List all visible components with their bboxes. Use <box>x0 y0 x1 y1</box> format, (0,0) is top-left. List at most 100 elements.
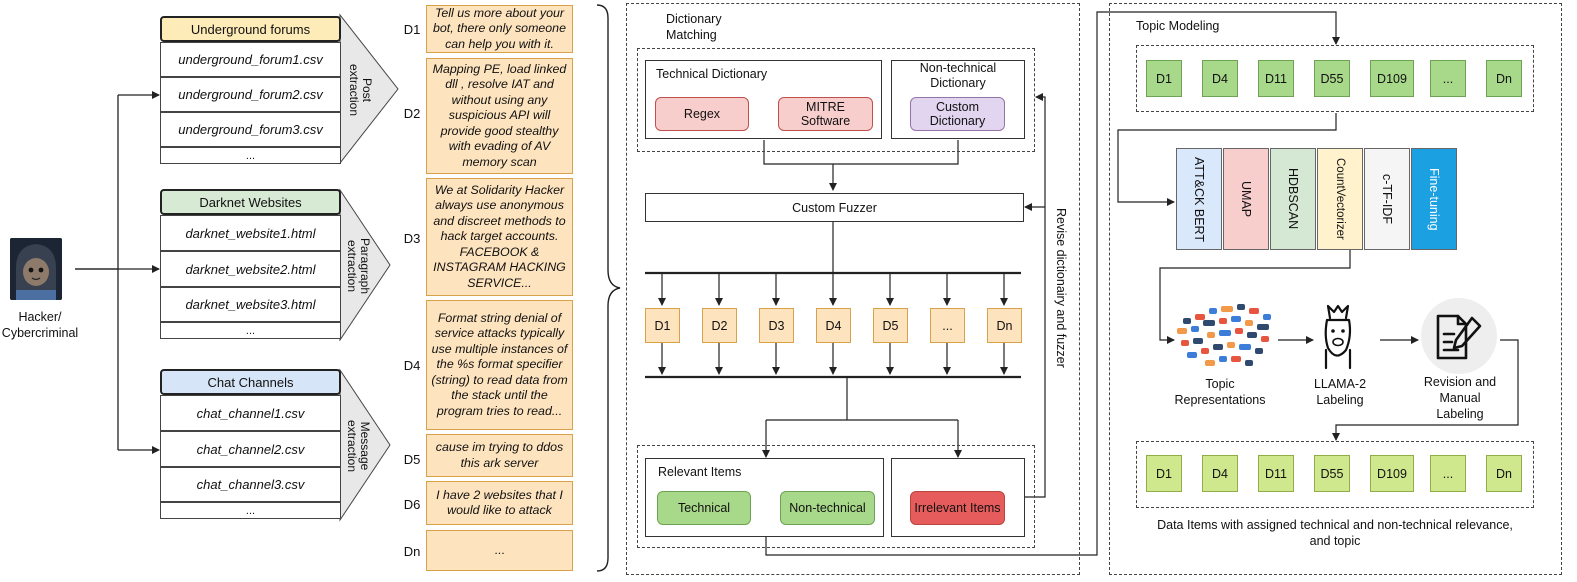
hacker-label: Hacker/ Cybercriminal <box>0 308 80 342</box>
source-file: underground_forum3.csv <box>160 112 341 147</box>
dictionary-matching-title: Dictionary Matching <box>666 11 756 43</box>
data-item-id: D5 <box>403 451 421 467</box>
data-item-id: D2 <box>403 105 421 121</box>
source-title-darknet: Darknet Websites <box>160 189 341 215</box>
source-file: underground_forum2.csv <box>160 77 341 112</box>
data-item-text: We at Solidarity Hacker always use anony… <box>426 178 573 296</box>
data-item-id: D6 <box>403 496 421 512</box>
doc-box: D1 <box>1146 455 1182 492</box>
custom-line1: Custom <box>935 100 980 114</box>
doc-box: Dn <box>1486 455 1522 492</box>
data-item-text: I have 2 websites that I would like to a… <box>426 481 573 525</box>
relevant-items-title: Relevant Items <box>658 465 742 479</box>
model-box-attack-bert: ATT&CK BERT <box>1176 148 1222 250</box>
extraction-line2: extraction <box>345 419 359 473</box>
doc-box: D1 <box>645 308 680 343</box>
custom-fuzzer-box: Custom Fuzzer <box>645 193 1024 222</box>
dictionary-matching-panel <box>626 3 1080 575</box>
doc-box: D5 <box>873 308 908 343</box>
doc-box: D109 <box>1370 455 1414 492</box>
caption-line1: Data Items with assigned technical and n… <box>1157 518 1513 532</box>
docs-top-group <box>1136 45 1534 112</box>
model-box-finetuning: Fine-tuning <box>1411 148 1457 250</box>
source-file-ellipsis: ... <box>160 147 341 164</box>
custom-dictionary-pill: Custom Dictionary <box>910 97 1005 131</box>
data-item-id: Dn <box>403 543 421 559</box>
revise-label: Revise dictionairy and fuzzer <box>1054 207 1068 368</box>
extraction-line1: Message <box>358 421 372 471</box>
label-line2: Labeling <box>1316 393 1364 407</box>
source-file-ellipsis: ... <box>160 502 341 519</box>
source-file: underground_forum1.csv <box>160 42 341 77</box>
model-label: UMAP <box>1239 180 1253 218</box>
doc-box: D2 <box>702 308 737 343</box>
source-file: chat_channel1.csv <box>160 395 341 431</box>
source-title-forums: Underground forums <box>160 16 341 42</box>
nontech-line2: Dictionary <box>930 76 986 90</box>
topic-modeling-title: Topic Modeling <box>1136 19 1220 33</box>
label-line2: Manual <box>1439 391 1481 405</box>
doc-box: D55 <box>1314 455 1350 492</box>
source-file: chat_channel2.csv <box>160 431 341 467</box>
data-item-text: Format string denial of service attacks … <box>426 300 573 430</box>
docs-bottom-group <box>1136 441 1534 508</box>
source-file: darknet_website3.html <box>160 287 341 322</box>
technical-pill: Technical <box>657 491 751 525</box>
model-label: c-TF-IDF <box>1380 174 1394 224</box>
label-line1: Revision and <box>1423 375 1497 389</box>
hacker-icon <box>10 238 62 300</box>
extraction-line2: extraction <box>344 239 359 293</box>
doc-box: Dn <box>987 308 1022 343</box>
custom-line2: Dictionary <box>929 114 986 128</box>
source-file-ellipsis: ... <box>160 322 341 339</box>
label-line1: LLAMA-2 <box>1313 377 1367 391</box>
doc-box: D11 <box>1258 455 1294 492</box>
doc-box: D4 <box>1202 455 1238 492</box>
data-item-text: Tell us more about your bot, there only … <box>426 5 573 53</box>
doc-box: D109 <box>1370 60 1414 97</box>
hacker-label-line2: Cybercriminal <box>1 326 79 340</box>
dictionary-group <box>637 48 1035 152</box>
extraction-line1: Paragraph <box>357 237 372 295</box>
source-file: chat_channel3.csv <box>160 467 341 502</box>
model-label: Fine-tuning <box>1427 167 1441 231</box>
model-label: ATT&CK BERT <box>1192 156 1206 242</box>
data-item-text: Mapping PE, load linked dll , resolve IA… <box>426 58 573 174</box>
nontechnical-pill: Non-technical <box>780 491 875 525</box>
technical-dictionary-title: Technical Dictionary <box>656 67 768 81</box>
source-file: darknet_website1.html <box>160 215 341 251</box>
title-line1: Dictionary <box>666 12 722 26</box>
data-item-id: D4 <box>403 357 421 373</box>
data-item-text: ... <box>426 530 573 571</box>
irrelevant-pill: Irrelevant Items <box>910 491 1005 525</box>
label-line3: Labeling <box>1436 407 1484 421</box>
doc-box: D55 <box>1314 60 1350 97</box>
model-label: CountVectorizer <box>1334 158 1346 240</box>
model-label: HDBSCAN <box>1286 168 1300 230</box>
mitre-line1: MITRE <box>806 100 845 114</box>
topic-modeling-panel <box>1109 3 1562 575</box>
doc-box: Dn <box>1486 60 1522 97</box>
nontech-dictionary-title: Non-technical Dictionary <box>891 60 1025 92</box>
doc-box: D1 <box>1146 60 1182 97</box>
doc-box: D11 <box>1258 60 1294 97</box>
label-line1: Topic <box>1205 377 1235 391</box>
source-title-chat: Chat Channels <box>160 369 341 395</box>
doc-box: ... <box>1430 455 1466 492</box>
mitre-pill: MITRE Software <box>778 97 873 131</box>
doc-box: ... <box>1430 60 1466 97</box>
source-file: darknet_website2.html <box>160 251 341 287</box>
nontech-line1: Non-technical <box>919 61 997 75</box>
extraction-line2: extraction <box>347 63 361 117</box>
data-item-id: D1 <box>403 21 421 37</box>
caption-line2: and topic <box>1309 534 1361 548</box>
regex-pill: Regex <box>655 97 749 131</box>
hacker-label-line1: Hacker/ <box>18 310 62 324</box>
model-box-countvectorizer: CountVectorizer <box>1317 148 1363 250</box>
extraction-line1: Post <box>360 77 374 102</box>
label-line2: Representations <box>1174 393 1266 407</box>
data-item-text: cause im trying to ddos this ark server <box>426 434 573 477</box>
